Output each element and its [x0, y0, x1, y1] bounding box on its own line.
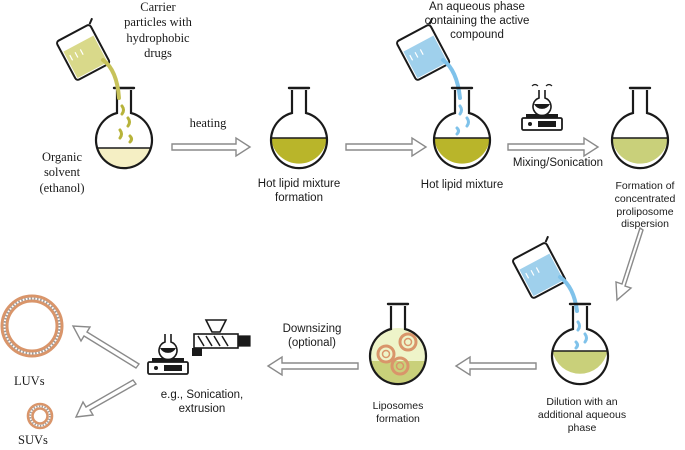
label-hot-lipid-mixture: Hot lipid mixture [420, 179, 504, 191]
arrow-icon-mixing [507, 136, 600, 158]
label-luvs: LUVs [14, 374, 45, 388]
label-liposomes-formation: Liposomes formation [372, 400, 424, 425]
particles-icon [118, 104, 133, 144]
flask-concentrated-dispersion [610, 86, 670, 170]
vesicle-icon-luv [0, 294, 64, 358]
flask-hot-lipid-formation [269, 86, 329, 170]
beaker-icon-dilution [512, 235, 567, 299]
label-concentrated-dispersion: Formation of concentrated proliposome di… [614, 180, 676, 231]
label-suvs: SUVs [18, 433, 48, 447]
vesicle-icon-suv [26, 402, 54, 430]
label-dilution: Dilution with an additional aqueous phas… [537, 396, 627, 434]
beaker-icon-carrier [56, 17, 111, 81]
label-carrier-particles: Carrier particles with hydrophobic drugs [124, 0, 192, 60]
droplets-icon-dilution [574, 320, 588, 350]
arrow-icon-to-dilution [615, 226, 644, 302]
beaker-icon-aqueous [396, 17, 451, 81]
flask-liposomes [368, 302, 428, 386]
label-mixing-sonication: Mixing/Sonication [512, 157, 604, 169]
extruder-icon [192, 319, 251, 356]
arrow-icon-heating [171, 136, 252, 158]
label-downsizing: Downsizing (optional) [282, 323, 342, 350]
vesicle-icon-group [376, 332, 418, 376]
label-aqueous-phase: An aqueous phase containing the active c… [424, 1, 530, 42]
flask-dilution [550, 302, 610, 386]
arrow-icon-to-liposomes [454, 355, 537, 377]
arrow-icon-to-aqueous [345, 136, 428, 158]
arrow-icon-downsizing [266, 355, 359, 377]
flask-organic-solvent [94, 86, 154, 170]
arrow-icon-to-luvs [71, 325, 141, 369]
label-organic-solvent: Organic solvent (ethanol) [39, 150, 85, 195]
hotplate-icon-downsizing [147, 334, 189, 375]
label-heating: heating [189, 116, 227, 130]
droplets-icon [455, 104, 470, 136]
arrow-icon-to-suvs [74, 379, 138, 418]
hotplate-icon-mixing [521, 83, 563, 131]
label-hot-lipid-formation: Hot lipid mixture formation [257, 178, 341, 205]
flask-hot-lipid-mixture [432, 86, 492, 170]
label-sonication-extrusion: e.g., Sonication, extrusion [160, 389, 244, 416]
